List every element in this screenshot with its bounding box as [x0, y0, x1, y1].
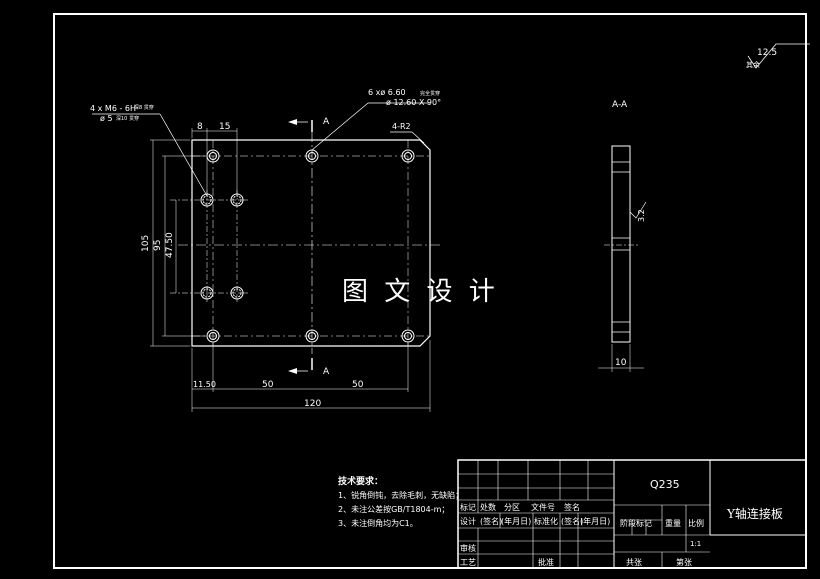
thread-callout-line2: ø 5 [100, 114, 113, 123]
thread-callout: 4 x M6 - 6H 深8 贯穿 ø 5 深10 贯穿 [90, 104, 208, 197]
tb-approve: 批准 [538, 557, 554, 567]
tech-req-title: 技术要求： [338, 475, 383, 487]
tech-req-item-2: 2、未注公差按GB/T1804-m； [338, 504, 449, 514]
dims-bottom: 11.50 50 50 120 [191, 340, 431, 412]
dim-120: 120 [304, 399, 321, 409]
tb-design: 设计 [460, 516, 476, 526]
dim-10: 10 [615, 358, 627, 368]
section-view: A-A 3.2 10 [598, 100, 647, 372]
tb-header-count: 处数 [480, 502, 496, 512]
dim-8: 8 [197, 122, 203, 132]
section-profile [611, 145, 631, 343]
tb-standard: 标准化 [534, 516, 558, 526]
tb-header-docno: 文件号 [531, 502, 555, 512]
drawing-frame [53, 13, 807, 569]
csink-callout-small1: 完全贯穿 [420, 90, 440, 97]
section-mark-top: A [288, 117, 330, 132]
tb-review: 审核 [460, 543, 476, 553]
dim-15: 15 [219, 122, 230, 132]
tb-stage: 阶段标记 [620, 518, 652, 528]
section-label-bottom: A [323, 367, 330, 377]
tech-req-item-1: 1、锐角倒钝，去除毛刺，无缺陷； [338, 490, 463, 500]
tech-req-item-3: 3、未注倒角均为C1。 [338, 518, 418, 528]
tb-weight: 重量 [665, 518, 681, 528]
part-name: Y轴连接板 [726, 506, 783, 521]
countersink-callout: 6 xø 6.60 完全贯穿 ø 12.60 X 90° [311, 88, 441, 151]
roughness-symbol: 12.5 其余 [746, 43, 810, 69]
dim-11-50: 11.50 [193, 380, 216, 389]
thread-callout-small2: 深10 贯穿 [116, 115, 139, 122]
plate-outline [191, 139, 431, 347]
dims-left: 105 95 47.50 [141, 139, 206, 347]
material: Q235 [650, 478, 680, 491]
tb-sheet-no: 第张 [676, 557, 692, 567]
thread-callout-small1: 深8 贯穿 [134, 104, 154, 111]
technical-requirements: 技术要求： 1、锐角倒钝，去除毛刺，无缺陷； 2、未注公差按GB/T1804-m… [338, 475, 463, 528]
threaded-holes [200, 193, 244, 300]
roughness-label: 其余 [746, 60, 760, 69]
dims-top: 8 15 [191, 122, 238, 194]
tb-header-sign: 签名 [564, 502, 580, 512]
dim-105: 105 [141, 235, 151, 252]
watermark: 图 文 设 计 [342, 277, 499, 307]
tb-scale-value: 1:1 [690, 540, 701, 548]
tb-design-date: (年月日) [501, 516, 531, 526]
dim-50-left: 50 [262, 380, 274, 390]
dim-3-2: 3.2 [637, 209, 646, 222]
section-label-top: A [323, 117, 330, 127]
chamfer-label: 4-R2 [392, 122, 411, 131]
csink-callout-line1: 6 xø 6.60 [368, 88, 406, 97]
tb-header-mark: 标记 [460, 502, 476, 512]
tb-total-sheets: 共张 [626, 558, 642, 567]
chamfer-callout: 4-R2 [390, 122, 425, 144]
dim-47-50: 47.50 [165, 232, 175, 258]
tb-scale: 比例 [688, 518, 704, 528]
csink-callout-line2: ø 12.60 X 90° [386, 98, 441, 107]
tb-process: 工艺 [460, 558, 476, 567]
tb-design-sign: (签名) [480, 516, 502, 526]
title-block: Q235 Y轴连接板 标记 处数 分区 文件号 签名 设计 (签名) (年月日)… [457, 459, 807, 569]
section-mark-bottom: A [288, 358, 330, 377]
countersunk-holes [206, 149, 415, 343]
roughness-value: 12.5 [757, 48, 777, 58]
tb-header-zone: 分区 [504, 503, 520, 512]
dim-50-right: 50 [352, 380, 364, 390]
dim-95: 95 [153, 240, 163, 251]
tb-standard-date: (年月日) [580, 516, 610, 526]
plate-front-view [170, 132, 440, 354]
section-title: A-A [612, 100, 628, 110]
tb-standard-sign: (签名) [561, 516, 583, 526]
thread-callout-line1: 4 x M6 - 6H [90, 104, 136, 113]
